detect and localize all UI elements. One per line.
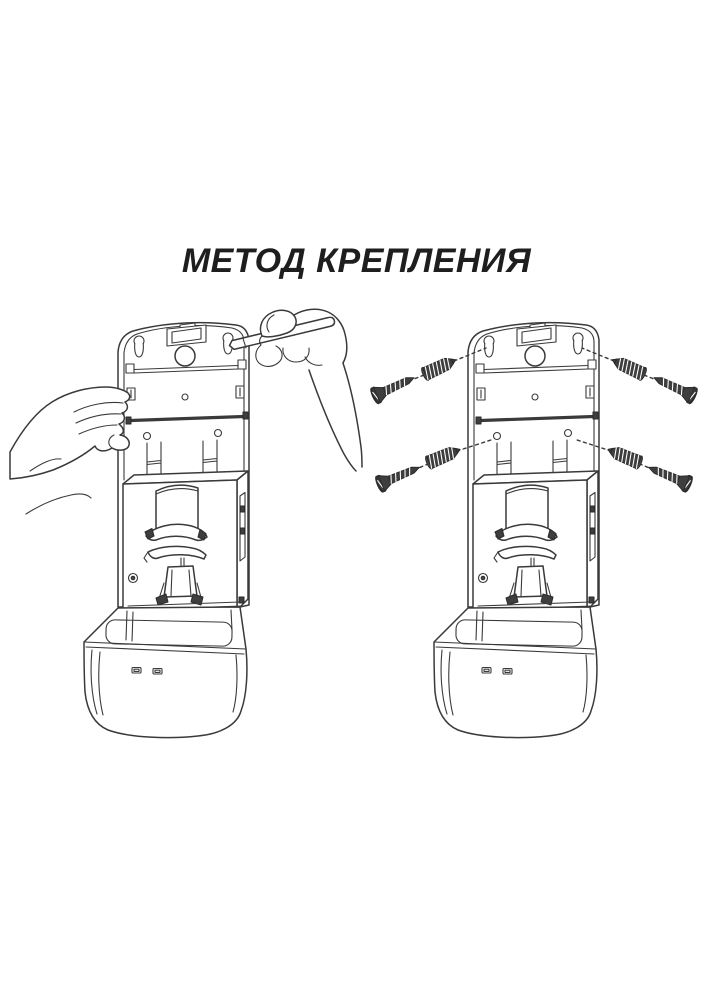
dashed-guide bbox=[581, 347, 615, 362]
hand-with-pencil bbox=[228, 308, 363, 472]
fasteners-right-side bbox=[573, 347, 700, 494]
wall-anchor-icon bbox=[423, 442, 464, 471]
dispenser-right bbox=[432, 321, 601, 740]
wrist-line bbox=[25, 493, 92, 515]
screw-icon bbox=[368, 369, 419, 406]
hand-silhouette bbox=[9, 386, 131, 480]
page-title: МЕТОД КРЕПЛЕНИЯ bbox=[181, 242, 532, 280]
dashed-guide bbox=[456, 438, 495, 452]
mounting-method-diagram bbox=[9, 308, 700, 740]
index-finger bbox=[259, 309, 297, 338]
dashed-guide bbox=[453, 347, 487, 362]
wall-anchor-icon bbox=[608, 352, 649, 382]
wall-anchor-icon bbox=[604, 442, 645, 471]
wrist-line bbox=[308, 369, 357, 472]
screw-icon bbox=[373, 458, 424, 494]
screw-icon bbox=[649, 369, 700, 406]
dispenser-left bbox=[82, 321, 251, 740]
fasteners-left-side bbox=[368, 347, 495, 494]
hand-holding-dispenser bbox=[9, 386, 131, 515]
wall-anchor-icon bbox=[419, 352, 460, 382]
figure-anchors-screws bbox=[368, 321, 700, 740]
dashed-guide bbox=[573, 438, 612, 452]
figure-marking-holes bbox=[9, 308, 363, 740]
screw-icon bbox=[644, 458, 695, 494]
wrist-line bbox=[342, 362, 363, 468]
